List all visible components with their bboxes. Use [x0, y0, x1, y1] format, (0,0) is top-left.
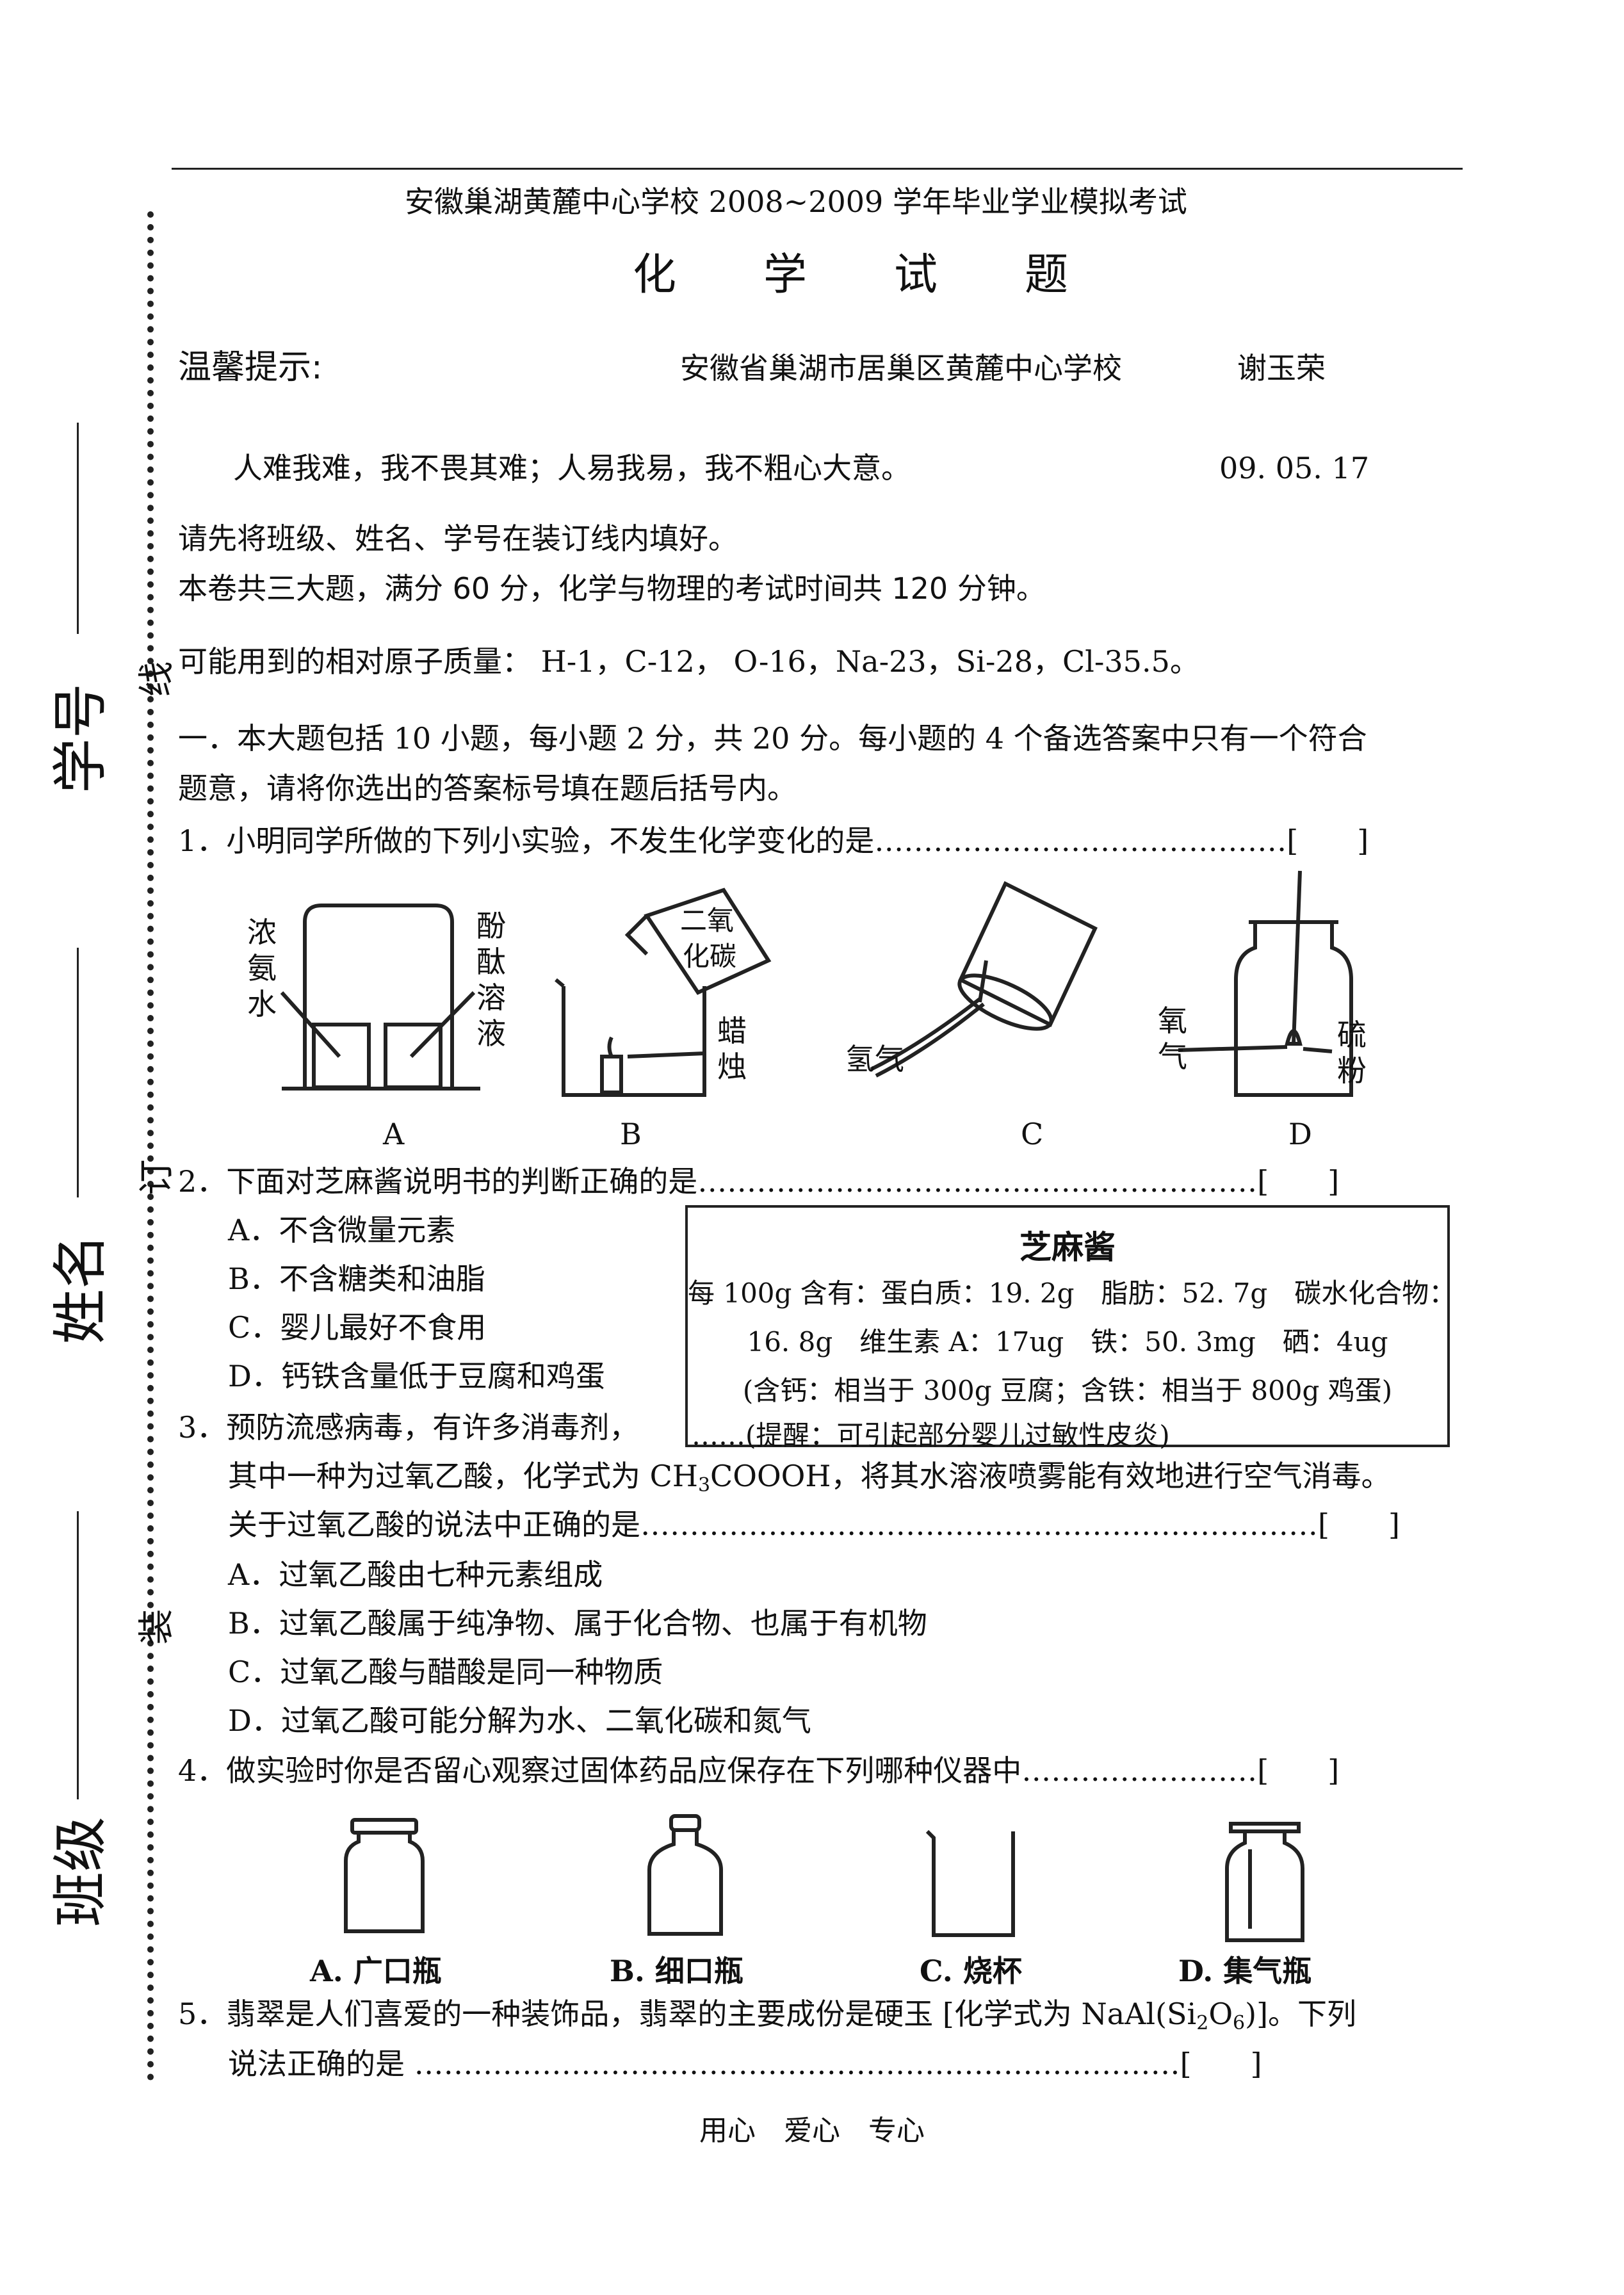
section1-intro-1: 一．本大题包括 10 小题，每小题 2 分，共 20 分。每小题的 4 个备选答… — [178, 721, 1367, 756]
atomic-masses: 可能用到的相对原子质量： H-1，C-12， O-16，Na-23，Si-28，… — [178, 644, 1199, 679]
author-name: 谢玉荣 — [1237, 351, 1326, 385]
author-school: 安徽省巢湖市居巢区黄麓中心学校 — [680, 351, 1122, 385]
q5-stem-1c: )]。下列 — [1245, 1997, 1357, 2031]
q2-option-b: B．不含糖类和油脂 — [228, 1261, 485, 1296]
sesame-paste-label-box: 芝麻酱 每 100g 含有：蛋白质：19. 2g 脂肪：52. 7g 碳水化合物… — [685, 1205, 1456, 1451]
q1-stem: 1．小明同学所做的下列小实验，不发生化学变化的是……………………………………[ … — [178, 823, 1369, 858]
page-footer: 用心 爱心 专心 — [699, 2114, 925, 2147]
q3-option-a: A．过氧乙酸由七种元素组成 — [228, 1557, 603, 1592]
q4-option-c: C. 烧杯 — [920, 1954, 1022, 1988]
label-phenol-2: 酞 — [476, 945, 506, 979]
q3-option-c: C．过氧乙酸与醋酸是同一种物质 — [228, 1655, 663, 1689]
q5-stem-1a: 5．翡翠是人们喜爱的一种装饰品，翡翠的主要成份是硬玉 [化学式为 NaAl(Si — [178, 1997, 1197, 2031]
label-oxygen-1: 氧 — [1158, 1003, 1187, 1038]
binding-bind-char: 订 — [136, 1159, 178, 1196]
q2-option-a: A．不含微量元素 — [228, 1213, 456, 1247]
label-phenol-4: 液 — [476, 1016, 506, 1051]
sesame-box-line-3: (含钙：相当于 300g 豆腐；含铁：相当于 800g 鸡蛋) — [742, 1375, 1393, 1406]
label-ammonia-3: 水 — [247, 987, 277, 1021]
label-phenol-3: 溶 — [476, 980, 506, 1015]
label-ammonia-1: 浓 — [247, 915, 277, 950]
narrow-mouth-bottle-icon — [647, 1814, 723, 1936]
label-sulfur-2: 粉 — [1337, 1053, 1367, 1088]
sesame-box-line-1: 每 100g 含有：蛋白质：19. 2g 脂肪：52. 7g 碳水化合物： — [688, 1277, 1456, 1309]
q3-stem-2a: 其中一种为过氧乙酸，化学式为 CH — [228, 1459, 698, 1493]
q1-option-c: C — [1021, 1117, 1044, 1151]
sesame-box-line-4: ……(提醒：可引起部分婴儿过敏性皮炎) — [692, 1420, 1170, 1451]
q5-stem-2: 说法正确的是 ……………………………………………………………………[ ] — [228, 2047, 1262, 2081]
q2-option-c: C．婴儿最好不食用 — [228, 1310, 487, 1345]
wide-mouth-bottle-icon — [344, 1818, 425, 1933]
q5-stem-1b: O — [1208, 1997, 1233, 2031]
label-phenol-1: 酚 — [476, 909, 506, 943]
student-id-line — [77, 423, 79, 634]
q3-formula-sub: 3 — [697, 1474, 711, 1496]
binding-line-char: 线 — [136, 661, 178, 697]
section1-intro-2: 题意，请将你选出的答案标号填在题后括号内。 — [178, 771, 797, 806]
label-co2-2: 化碳 — [683, 941, 737, 972]
q4-option-a: A. 广口瓶 — [310, 1954, 442, 1988]
label-hydrogen: 氢气 — [845, 1042, 904, 1076]
binding-dotted-line — [147, 211, 154, 2081]
q3-stem-1: 3．预防流感病毒，有许多消毒剂， — [178, 1410, 639, 1445]
tip-label: 温馨提示: — [178, 348, 323, 387]
q3-stem-2b: COOOH，将其水溶液喷雾能有效地进行空气消毒。 — [710, 1459, 1391, 1493]
q5-sub-2: 6 — [1233, 2012, 1246, 2034]
student-id-label: 学号 — [49, 683, 113, 793]
gas-collecting-bottle-icon — [1225, 1822, 1304, 1942]
top-rule — [172, 168, 1463, 170]
class-label: 班级 — [49, 1817, 113, 1927]
q3-option-d: D．过氧乙酸可能分解为水、二氧化碳和氮气 — [228, 1703, 811, 1738]
label-co2-1: 二氧 — [680, 905, 735, 936]
figure-d-sulfur-oxygen — [1178, 870, 1353, 1097]
figure-c-hydrogen — [870, 880, 1098, 1078]
label-oxygen-2: 气 — [1158, 1039, 1187, 1074]
subject-title: 化 学 试 题 — [633, 250, 1069, 300]
name-line — [77, 948, 79, 1197]
name-label: 姓名 — [49, 1234, 113, 1344]
q4-option-d: D. 集气瓶 — [1178, 1954, 1312, 1988]
q1-option-d: D — [1288, 1117, 1312, 1151]
q4-option-b: B. 细口瓶 — [610, 1954, 743, 1988]
label-ammonia-2: 氨 — [247, 951, 277, 985]
label-candle-1: 蜡 — [717, 1014, 747, 1048]
exam-heading: 安徽巢湖黄麓中心学校 2008~2009 学年毕业学业模拟考试 — [405, 184, 1187, 219]
q3-stem-2: 其中一种为过氧乙酸，化学式为 CH3COOOH，将其水溶液喷雾能有效地进行空气消… — [228, 1461, 1390, 1495]
instruction-2: 本卷共三大题，满分 60 分，化学与物理的考试时间共 120 分钟。 — [178, 571, 1046, 606]
q5-sub-1: 2 — [1196, 2012, 1209, 2034]
q2-stem: 2．下面对芝麻酱说明书的判断正确的是…………………………………………………[ ] — [178, 1164, 1340, 1199]
class-line — [77, 1511, 79, 1799]
q4-stem: 4．做实验时你是否留心观察过固体药品应保存在下列哪种仪器中……………………[ ] — [178, 1753, 1340, 1788]
sesame-box-line-2: 16. 8g 维生素 A：17ug 铁：50. 3mg 硒：4ug — [747, 1326, 1388, 1358]
label-sulfur-1: 硫 — [1337, 1018, 1367, 1052]
q3-stem-3: 关于过氧乙酸的说法中正确的是……………………………………………………………[ ] — [228, 1507, 1400, 1542]
q5-stem-1: 5．翡翠是人们喜爱的一种装饰品，翡翠的主要成份是硬玉 [化学式为 NaAl(Si… — [178, 1999, 1356, 2033]
q1-option-b: B — [620, 1117, 642, 1151]
instruction-1: 请先将班级、姓名、学号在装订线内填好。 — [178, 521, 738, 556]
q3-option-b: B．过氧乙酸属于纯净物、属于化合物、也属于有机物 — [228, 1606, 927, 1641]
sesame-box-title: 芝麻酱 — [1019, 1228, 1116, 1266]
figure-b-co2-candle — [555, 888, 772, 1097]
date: 09. 05. 17 — [1219, 451, 1370, 485]
q1-option-a: A — [383, 1117, 405, 1151]
binding-install-char: 装 — [136, 1609, 178, 1645]
label-candle-2: 烛 — [717, 1050, 747, 1084]
beaker-icon — [925, 1829, 1015, 1937]
q2-option-d: D．钙铁含量低于豆腐和鸡蛋 — [228, 1359, 605, 1393]
figure-a-bell-jar — [280, 904, 480, 1091]
motto: 人难我难，我不畏其难；人易我易，我不粗心大意。 — [233, 451, 911, 485]
